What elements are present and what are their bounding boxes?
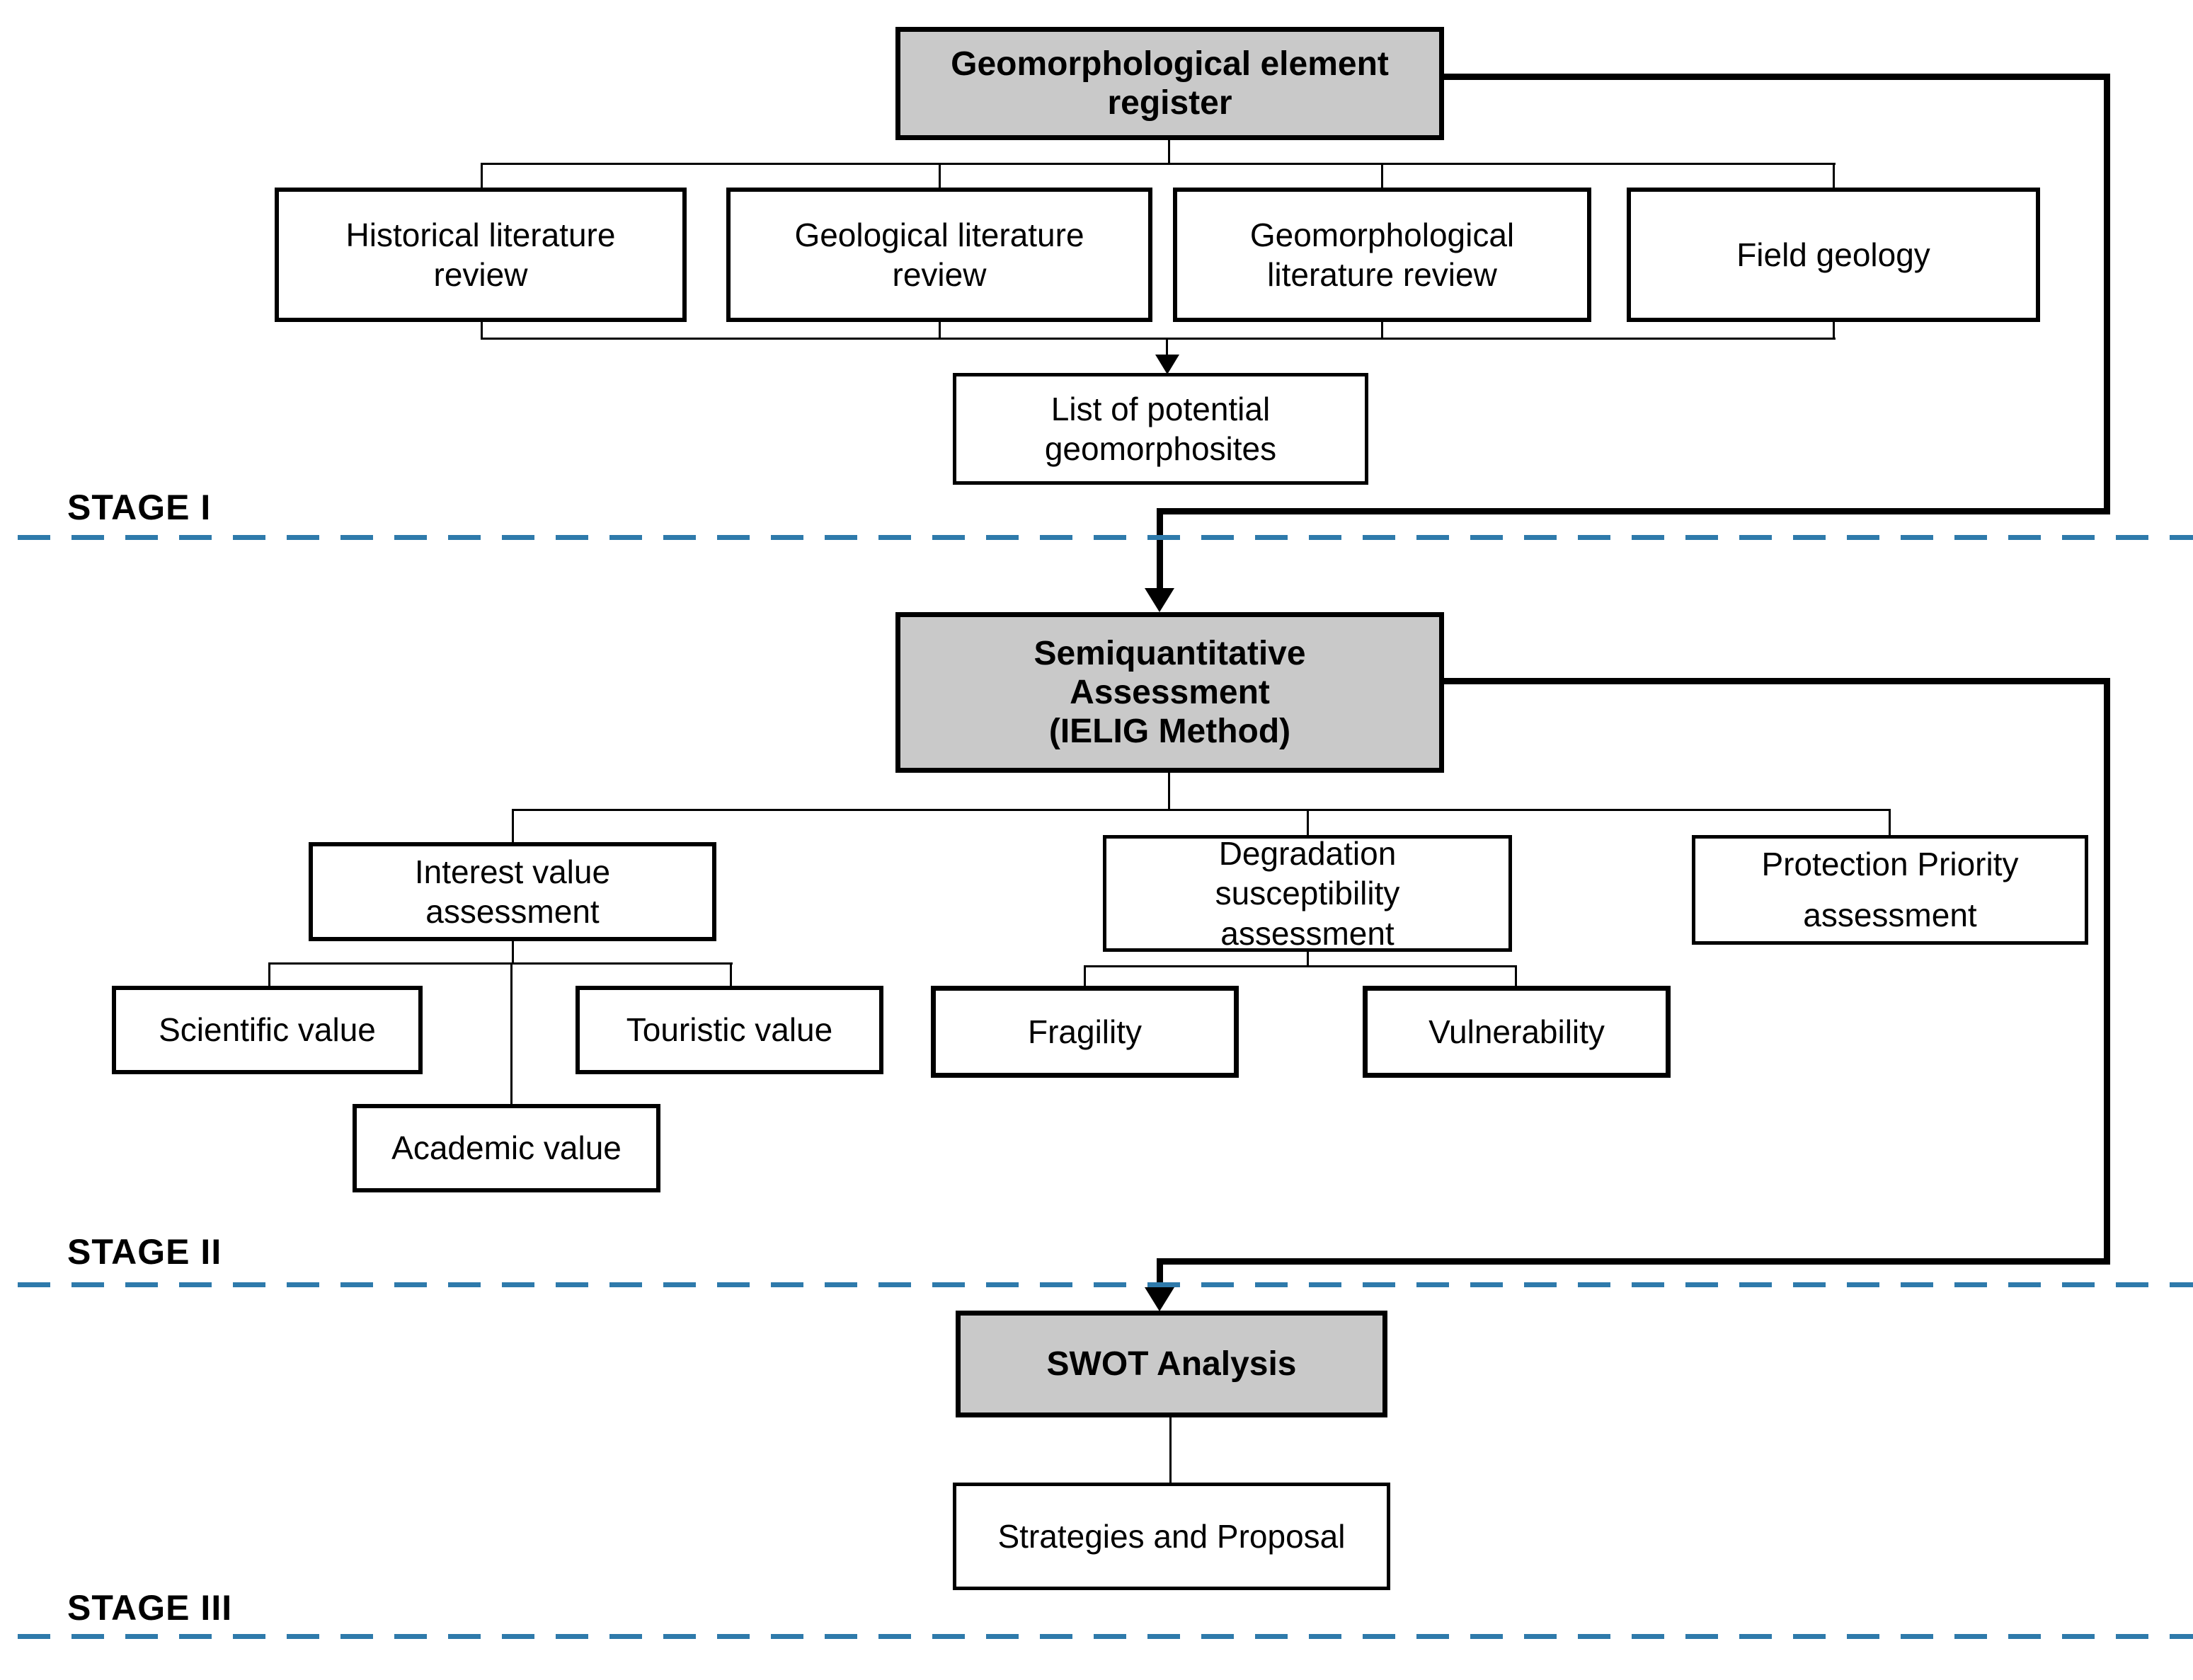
connector-thick-right-vertical-2	[2104, 678, 2110, 1265]
node-geomorphological-element-register: Geomorphological element register	[895, 27, 1444, 140]
node-interest-value-assessment: Interest value assessment	[309, 842, 716, 941]
node-strategies-and-proposal: Strategies and Proposal	[953, 1483, 1390, 1590]
node-label: Vulnerability	[1428, 1013, 1605, 1050]
node-label: Semiquantitative Assessment (IELIG Metho…	[1033, 634, 1306, 751]
stage-2-label: STAGE II	[67, 1232, 222, 1272]
connector-list-drop	[1166, 338, 1168, 357]
connector-drop-geological	[939, 163, 941, 189]
node-geological-literature-review: Geological literature review	[726, 188, 1152, 322]
node-label: Scientific value	[159, 1011, 376, 1049]
connector-top-rail	[481, 163, 1836, 165]
stage-3-label: STAGE III	[67, 1588, 233, 1628]
node-historical-literature-review: Historical literature review	[275, 188, 687, 322]
connector-bottom-rail	[481, 338, 1836, 340]
node-field-geology: Field geology	[1627, 188, 2040, 322]
connector-drop-touristic	[730, 962, 732, 986]
connector-interest-rail	[268, 962, 733, 965]
stage-3-divider-dashed-line	[18, 1634, 2193, 1639]
connector-drop-scientific	[268, 962, 270, 986]
connector-semiq-drop	[1168, 773, 1170, 810]
node-label: Historical literature review	[345, 216, 616, 293]
connector-thick-semiq-right	[1444, 678, 2110, 684]
arrowhead-into-swot	[1145, 1287, 1174, 1311]
node-touristic-value: Touristic value	[576, 986, 883, 1074]
connector-stage2-rail	[513, 809, 1891, 811]
node-label: Interest value assessment	[414, 853, 611, 930]
stage-2-divider-dashed-line	[18, 1282, 2193, 1287]
node-degradation-susceptibility-assessment: Degradation susceptibility assessment	[1103, 835, 1512, 952]
connector-drop-vulnerability	[1515, 965, 1517, 986]
node-label: Field geology	[1736, 236, 1930, 273]
stage-1-divider-dashed-line	[18, 535, 2193, 540]
node-label: Protection Priority assessment	[1761, 846, 2019, 933]
connector-register-drop	[1168, 140, 1170, 164]
node-vulnerability: Vulnerability	[1363, 986, 1671, 1078]
node-label: Strategies and Proposal	[997, 1517, 1346, 1555]
connector-drop-geomorphological	[1381, 163, 1383, 189]
node-list-of-potential-geomorphosites: List of potential geomorphosites	[953, 373, 1368, 485]
node-label: Academic value	[391, 1129, 622, 1167]
node-geomorphological-literature-review: Geomorphological literature review	[1173, 188, 1591, 322]
node-academic-value: Academic value	[353, 1104, 660, 1192]
connector-drop-academic	[510, 962, 513, 1104]
connector-swot-to-strategies	[1169, 1417, 1172, 1483]
node-label: Fragility	[1027, 1013, 1143, 1050]
connector-drop-interest	[512, 809, 514, 842]
connector-thick-down-to-stage2	[1157, 508, 1163, 590]
node-fragility: Fragility	[931, 986, 1239, 1078]
connector-thick-return-horizontal-1	[1157, 508, 2110, 514]
connector-drop-fragility	[1084, 965, 1086, 986]
connector-drop-field-geology	[1833, 163, 1835, 189]
connector-degradation-drop	[1307, 952, 1309, 967]
node-scientific-value: Scientific value	[112, 986, 423, 1074]
node-swot-analysis: SWOT Analysis	[956, 1311, 1387, 1417]
node-label: SWOT Analysis	[1046, 1345, 1297, 1383]
connector-up-geomorphological	[1381, 321, 1383, 340]
stage-1-label: STAGE I	[67, 488, 212, 527]
node-label: Degradation susceptibility assessment	[1215, 835, 1400, 952]
connector-up-field-geology	[1833, 321, 1835, 340]
connector-up-historical	[481, 321, 483, 340]
node-label: Touristic value	[626, 1011, 833, 1049]
arrowhead-into-semiquantitative	[1145, 588, 1174, 612]
node-label: List of potential geomorphosites	[1044, 390, 1277, 467]
connector-drop-degradation	[1307, 809, 1309, 837]
arrowhead-into-list	[1155, 355, 1179, 374]
connector-up-geological	[939, 321, 941, 340]
node-label: Geological literature review	[794, 216, 1084, 293]
connector-thick-register-right	[1444, 74, 2110, 80]
connector-thick-right-vertical-1	[2104, 74, 2110, 514]
connector-thick-return-horizontal-2	[1157, 1258, 2110, 1265]
node-label: Geomorphological element register	[951, 45, 1389, 122]
connector-interest-drop	[512, 941, 514, 964]
node-semiquantitative-assessment: Semiquantitative Assessment (IELIG Metho…	[895, 612, 1444, 773]
connector-degradation-rail	[1084, 965, 1517, 967]
connector-thick-down-to-stage3	[1157, 1258, 1163, 1289]
node-label: Geomorphological literature review	[1249, 216, 1515, 293]
connector-drop-protection	[1889, 809, 1891, 837]
node-protection-priority-assessment: Protection Priority assessment	[1692, 835, 2088, 945]
connector-drop-historical	[481, 163, 483, 189]
